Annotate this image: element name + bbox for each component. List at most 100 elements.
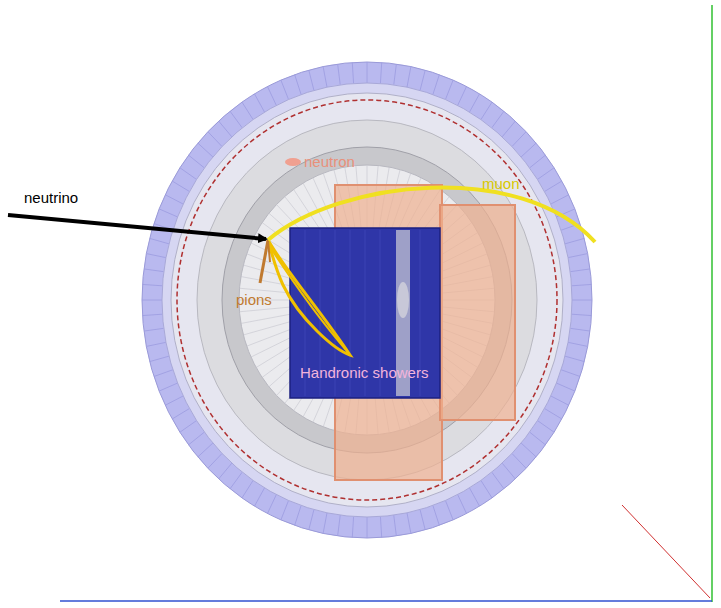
- segment-line: [445, 500, 453, 519]
- x-axis: [60, 600, 712, 602]
- segment-line: [144, 269, 164, 272]
- segment-line: [267, 495, 276, 514]
- segment-line: [394, 515, 397, 536]
- segment-line: [188, 155, 204, 168]
- z-axis: [622, 505, 710, 598]
- segment-line: [198, 443, 213, 457]
- target-box: [290, 228, 440, 398]
- segment-line: [230, 111, 242, 128]
- segment-line: [367, 517, 368, 538]
- segment-line: [281, 500, 289, 519]
- segment-line: [458, 87, 467, 106]
- segment-line: [142, 284, 162, 285]
- segment-line: [556, 383, 574, 391]
- segment-line: [530, 432, 546, 445]
- outer-band: [142, 62, 592, 538]
- segment-line: [180, 168, 197, 180]
- segment-line: [380, 63, 381, 84]
- segment-line: [323, 67, 327, 88]
- segment-line: [537, 421, 554, 433]
- segment-line: [338, 515, 341, 536]
- red-dashed-ring: [177, 100, 557, 500]
- segment-line: [208, 453, 222, 468]
- segment-line: [481, 480, 492, 497]
- segment-line: [352, 517, 353, 538]
- hadronic-shower: [268, 240, 350, 355]
- segment-line: [295, 505, 301, 525]
- segment-line: [433, 505, 439, 525]
- particle-label: neutron: [304, 154, 355, 171]
- segment-line: [367, 62, 368, 83]
- particle-label: pions: [236, 292, 272, 309]
- segment-line: [572, 284, 592, 285]
- segment-line: [492, 472, 504, 489]
- segment-line: [380, 517, 381, 538]
- segment-line: [572, 300, 592, 301]
- particle-label: muon: [482, 176, 520, 193]
- muon-track: [268, 188, 595, 242]
- segment-line: [323, 513, 327, 534]
- segment-line: [545, 409, 562, 420]
- segment-line: [172, 409, 189, 420]
- inner-band: [171, 93, 563, 507]
- segment-line: [502, 463, 515, 479]
- segment-line: [165, 195, 183, 204]
- segment-line: [255, 94, 265, 112]
- segment-line: [242, 102, 253, 119]
- segment-line: [512, 453, 526, 468]
- segment-line: [309, 510, 314, 530]
- segment-line: [551, 396, 569, 405]
- segment-line: [198, 143, 213, 157]
- segment-line: [470, 488, 480, 506]
- segment-line: [521, 143, 536, 157]
- segment-line: [433, 75, 439, 95]
- segment-line: [267, 87, 276, 106]
- segment-line: [242, 480, 253, 497]
- segment-line: [492, 111, 504, 128]
- segment-line: [545, 181, 562, 192]
- segment-line: [502, 121, 515, 137]
- segment-line: [407, 67, 411, 88]
- segment-line: [165, 396, 183, 405]
- segment-line: [150, 238, 169, 243]
- neutron-blob: [285, 158, 301, 166]
- neutrino-arrow: [8, 215, 266, 239]
- segment-line: [352, 63, 353, 84]
- segment-line: [142, 300, 162, 301]
- segment-line: [445, 80, 453, 99]
- segment-line: [420, 70, 425, 90]
- orange-module: [440, 205, 515, 420]
- segment-line: [512, 132, 526, 147]
- solenoid-ring: [197, 120, 537, 480]
- segment-line: [407, 513, 411, 534]
- segment-line: [537, 168, 554, 180]
- segment-line: [146, 342, 166, 346]
- segment-line: [309, 70, 314, 90]
- segment-line: [154, 370, 173, 377]
- segment-line: [568, 342, 588, 346]
- segment-line: [281, 80, 289, 99]
- segment-line: [144, 328, 164, 331]
- segment-line: [219, 121, 232, 137]
- segment-line: [255, 488, 265, 506]
- segment-line: [146, 254, 166, 258]
- segment-line: [530, 155, 546, 168]
- pion-track: [260, 240, 268, 283]
- hadronic-shower-core: [272, 250, 346, 350]
- segment-line: [570, 328, 590, 331]
- segment-line: [420, 510, 425, 530]
- pion-track: [268, 240, 270, 262]
- segment-line: [180, 421, 197, 433]
- segment-line: [295, 75, 301, 95]
- segment-line: [142, 314, 162, 315]
- segment-line: [219, 463, 232, 479]
- segment-line: [159, 209, 177, 217]
- segment-line: [230, 472, 242, 489]
- segment-line: [565, 238, 584, 243]
- beam-pipe-core: [397, 282, 409, 318]
- segment-line: [481, 102, 492, 119]
- segment-line: [572, 314, 592, 315]
- segment-line: [150, 356, 169, 361]
